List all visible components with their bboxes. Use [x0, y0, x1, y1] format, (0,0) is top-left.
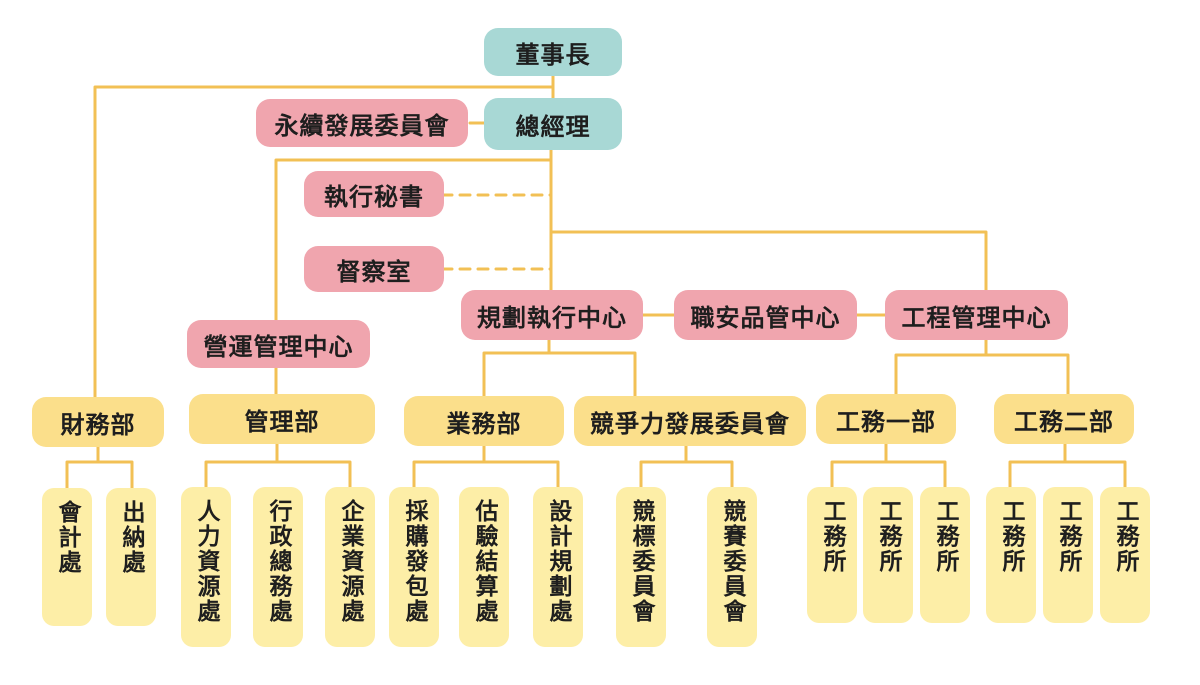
node-accounting: 會計處: [42, 488, 92, 626]
node-bidding-committee: 競標委員會: [616, 487, 666, 647]
connector-engineering-children: [894, 338, 1070, 398]
node-competitiveness-committee: 競爭力發展委員會: [574, 396, 806, 446]
node-planning-center: 規劃執行中心: [461, 290, 643, 340]
node-chairman: 董事長: [484, 28, 622, 76]
node-design: 設計規劃處: [533, 487, 583, 647]
node-management-dept: 管理部: [189, 394, 375, 444]
node-works-dept-1: 工務一部: [816, 394, 956, 444]
node-cashier: 出納處: [106, 488, 156, 626]
connector-planning-children: [482, 338, 637, 398]
node-sustainability-committee: 永續發展委員會: [256, 99, 468, 147]
node-site-office-2c: 工務所: [1100, 487, 1150, 623]
node-business-dept: 業務部: [404, 396, 564, 446]
connector-operations: [274, 158, 553, 322]
node-executive-secretary: 執行秘書: [304, 171, 444, 217]
node-finance-dept: 財務部: [32, 397, 164, 447]
node-competition-committee: 競賽委員會: [707, 487, 757, 647]
connector-works1-children: [830, 442, 947, 490]
node-site-office-1a: 工務所: [807, 487, 857, 623]
node-site-office-1c: 工務所: [920, 487, 970, 623]
node-site-office-2a: 工務所: [986, 487, 1036, 623]
node-site-office-2b: 工務所: [1043, 487, 1093, 623]
node-admin: 行政總務處: [253, 487, 303, 647]
node-works-dept-2: 工務二部: [994, 394, 1134, 444]
node-audit-office: 督察室: [304, 246, 444, 292]
connector-finance: [93, 85, 555, 400]
connector-management-children: [204, 442, 352, 490]
connector-finance-children: [65, 445, 134, 491]
node-safety-quality-center: 職安品管中心: [674, 290, 857, 340]
connector-works2-children: [1008, 442, 1127, 490]
node-hr: 人力資源處: [181, 487, 231, 647]
connector-business-children: [412, 444, 560, 490]
node-site-office-1b: 工務所: [863, 487, 913, 623]
node-estimation: 估驗結算處: [459, 487, 509, 647]
connector-engineering: [549, 230, 988, 292]
node-general-manager: 總經理: [484, 98, 622, 150]
connector-competitiveness-children: [639, 444, 734, 490]
node-engineering-center: 工程管理中心: [885, 290, 1068, 340]
node-operations-center: 營運管理中心: [187, 320, 370, 368]
node-enterprise-resources: 企業資源處: [325, 487, 375, 647]
node-procurement: 採購發包處: [389, 487, 439, 647]
